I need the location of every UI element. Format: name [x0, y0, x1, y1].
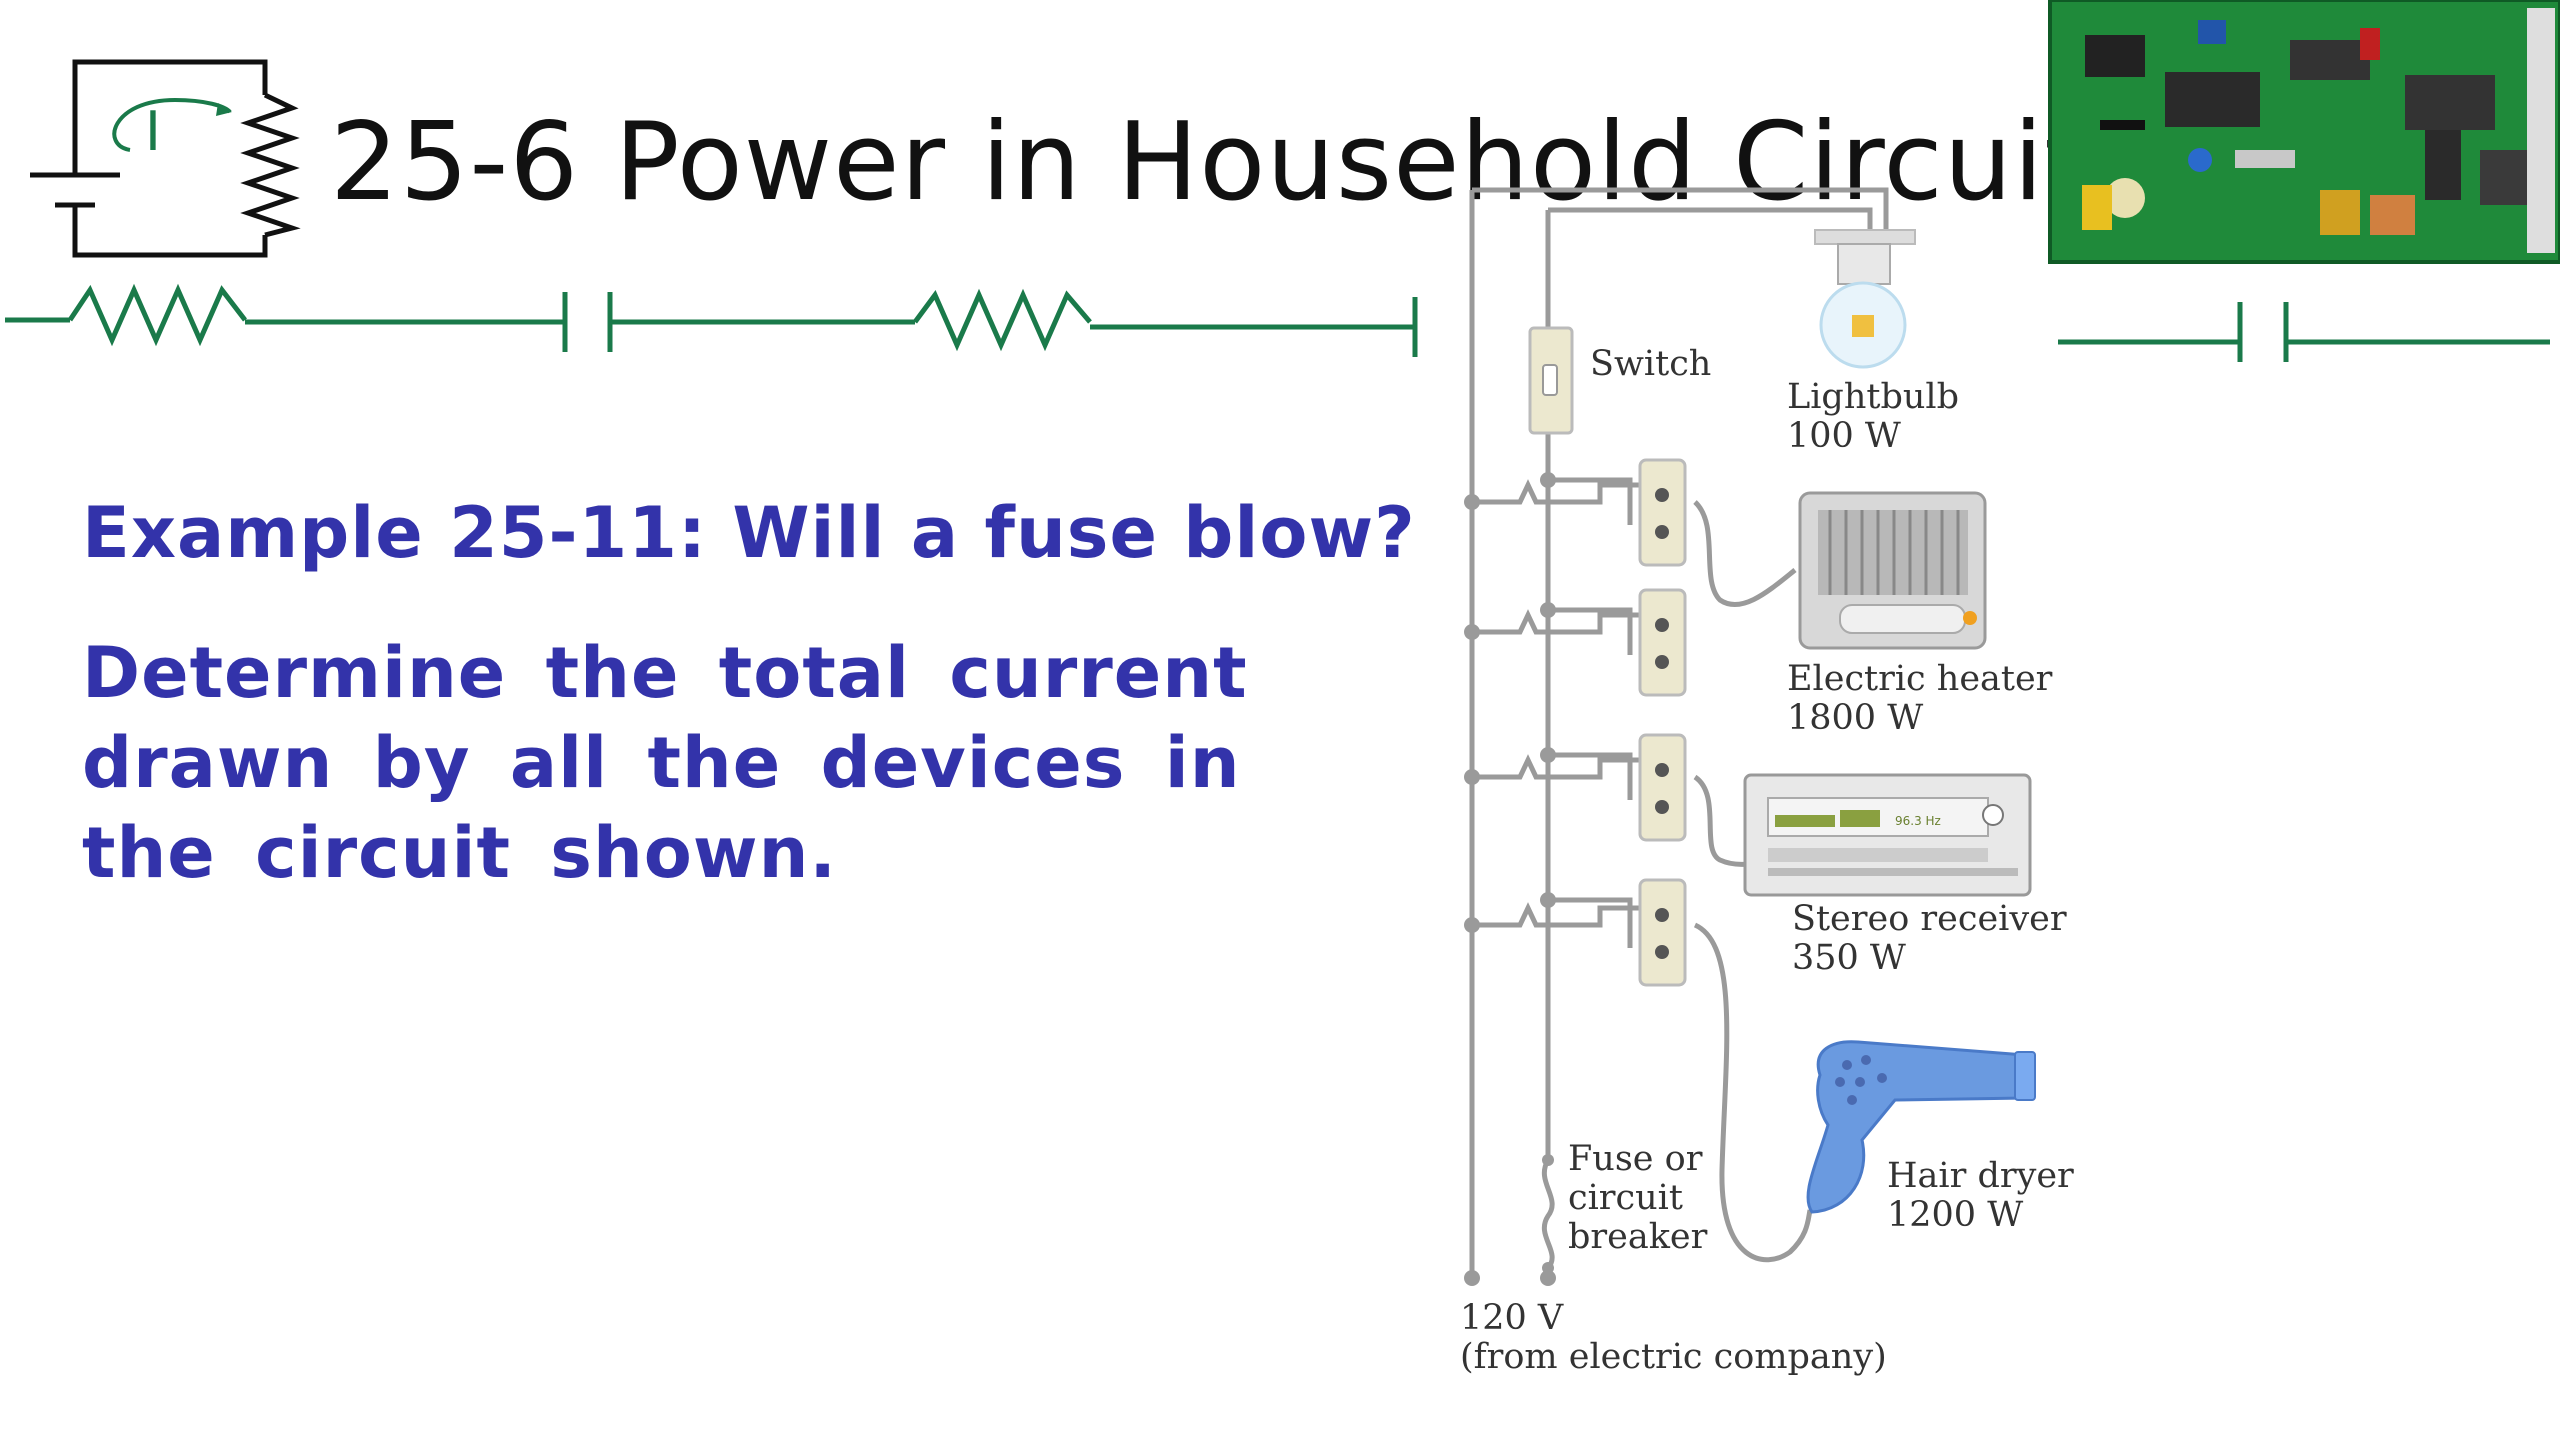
- device-name: Electric heater: [1787, 659, 2053, 699]
- circuit-strip: [5, 283, 2550, 362]
- lightbulb-label: Lightbulb 100 W: [1787, 378, 1959, 456]
- fuse-icon: [1541, 1158, 1555, 1278]
- stereo-icon: 96.3 Hz: [1743, 773, 2032, 897]
- fuse-label-line: circuit: [1568, 1178, 1683, 1218]
- outlet-icon: [1638, 733, 1687, 842]
- hair-dryer-label: Hair dryer 1200 W: [1887, 1157, 2074, 1235]
- stereo-display-text: 96.3 Hz: [1895, 814, 1941, 828]
- circuit-board-photo: [2048, 0, 2560, 264]
- device-power: 1800 W: [1787, 698, 1924, 738]
- device-name: Hair dryer: [1887, 1156, 2074, 1196]
- device-name: Stereo receiver: [1792, 899, 2067, 939]
- switch-icon: [1528, 326, 1574, 435]
- resistor-icon: [912, 288, 1092, 352]
- outlet-icon: [1638, 458, 1687, 567]
- electric-heater-label: Electric heater 1800 W: [1787, 660, 2052, 738]
- lightbulb-icon: [1814, 229, 1916, 369]
- source-voltage: 120 V: [1460, 1298, 1564, 1338]
- source-label: 120 V (from electric company): [1460, 1299, 1887, 1377]
- switch-label: Switch: [1590, 344, 1712, 384]
- fuse-label-line: Fuse or: [1568, 1139, 1703, 1179]
- device-name: Lightbulb: [1787, 377, 1959, 417]
- device-power: 100 W: [1787, 416, 1901, 456]
- device-power: 1200 W: [1887, 1195, 2024, 1235]
- current-symbol: I: [145, 100, 161, 163]
- slide-title: 25-6 Power in Household Circuits: [330, 100, 2145, 225]
- resistor-icon: [67, 283, 247, 347]
- source-description: (from electric company): [1460, 1337, 1887, 1377]
- heater-icon: [1798, 491, 1987, 650]
- example-heading: Example 25-11: Will a fuse blow?: [82, 492, 1416, 574]
- device-power: 350 W: [1792, 938, 1906, 978]
- wire-junctions: [1464, 472, 1556, 1286]
- outlet-icon: [1638, 588, 1687, 697]
- current-arrowhead-icon: [216, 103, 232, 116]
- circuit-loop-icon: [30, 59, 301, 258]
- current-arrow-icon: [112, 97, 232, 152]
- fuse-label: Fuse or circuit breaker: [1568, 1140, 1707, 1257]
- outlet-icon: [1638, 878, 1687, 987]
- question-text: Determine the total current drawn by all…: [82, 632, 1248, 894]
- hair-dryer-icon: [1806, 1040, 2036, 1214]
- stereo-receiver-label: Stereo receiver 350 W: [1792, 900, 2067, 978]
- fuse-label-line: breaker: [1568, 1217, 1708, 1257]
